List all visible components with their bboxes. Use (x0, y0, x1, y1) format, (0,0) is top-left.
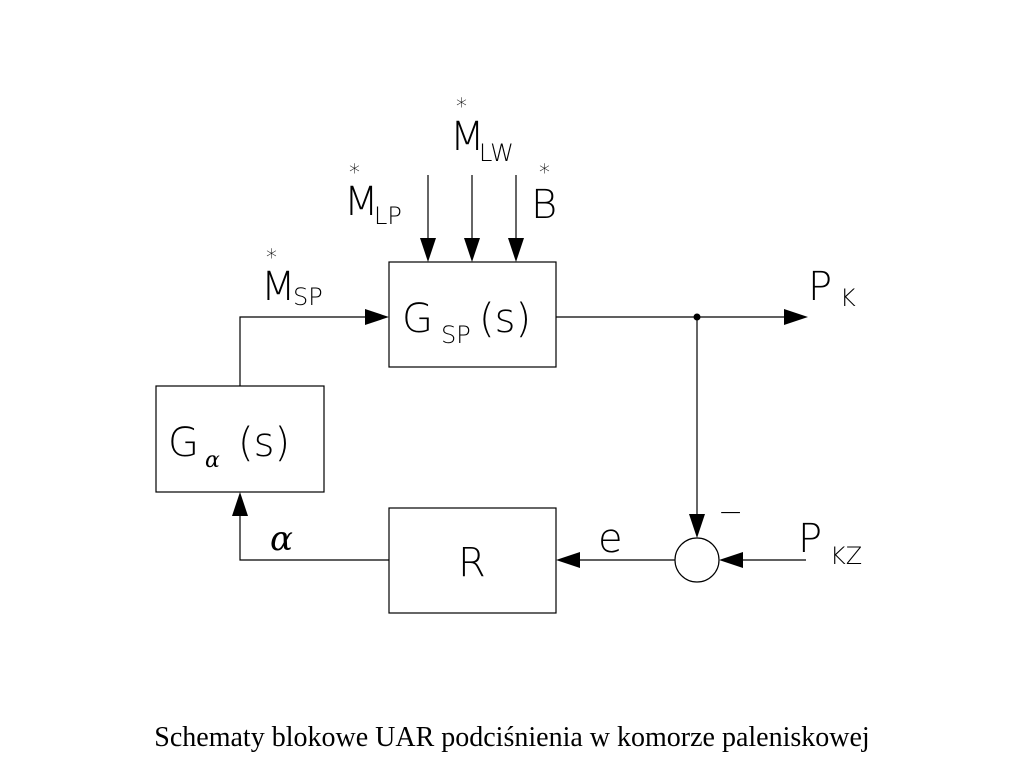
mlp-main: M (344, 179, 379, 225)
block-ga (155, 385, 325, 493)
arrow-mlp (420, 238, 436, 262)
diagram-caption: Schematy blokowe UAR podciśnienia w komo… (154, 722, 870, 753)
b-main: B (531, 182, 557, 228)
gsp-sub: SP (441, 321, 471, 349)
arrow-b (508, 238, 524, 262)
mlw-sub: LW (479, 139, 514, 167)
block-gsp (388, 261, 557, 368)
b-star: * (539, 161, 550, 186)
arrow-pkz (719, 552, 743, 568)
arrow-feedback (689, 514, 705, 538)
msp-star: * (266, 246, 277, 271)
pk-main: P (808, 264, 832, 310)
arrow-mlw (464, 238, 480, 262)
ga-sub: α (205, 448, 220, 473)
mlw-star: * (456, 95, 467, 120)
ga-main: G (168, 420, 199, 466)
summing-junction (674, 537, 720, 583)
r-label: R (458, 540, 486, 586)
e-label: e (598, 516, 623, 562)
arrow-into-r (556, 552, 580, 568)
gsp-tail: (s) (479, 296, 531, 342)
line-alpha (239, 509, 389, 561)
mlw-main: M (450, 114, 485, 160)
msp-sub: SP (293, 283, 323, 311)
pkz-main: P (798, 516, 822, 562)
mlp-sub: LP (374, 202, 402, 230)
minus-sign: − (718, 495, 743, 530)
line-msp (239, 316, 372, 386)
arrow-pk (784, 309, 808, 325)
mlp-star: * (349, 161, 360, 186)
ga-tail: (s) (238, 420, 290, 466)
block-r (388, 507, 557, 614)
msp-main: M (261, 264, 296, 310)
gsp-main: G (402, 296, 433, 342)
arrow-into-ga (232, 492, 248, 516)
pk-sub: K (840, 284, 856, 312)
pkz-sub: KZ (830, 542, 862, 570)
arrow-into-gsp (365, 309, 389, 325)
alpha-label: α (270, 519, 293, 559)
